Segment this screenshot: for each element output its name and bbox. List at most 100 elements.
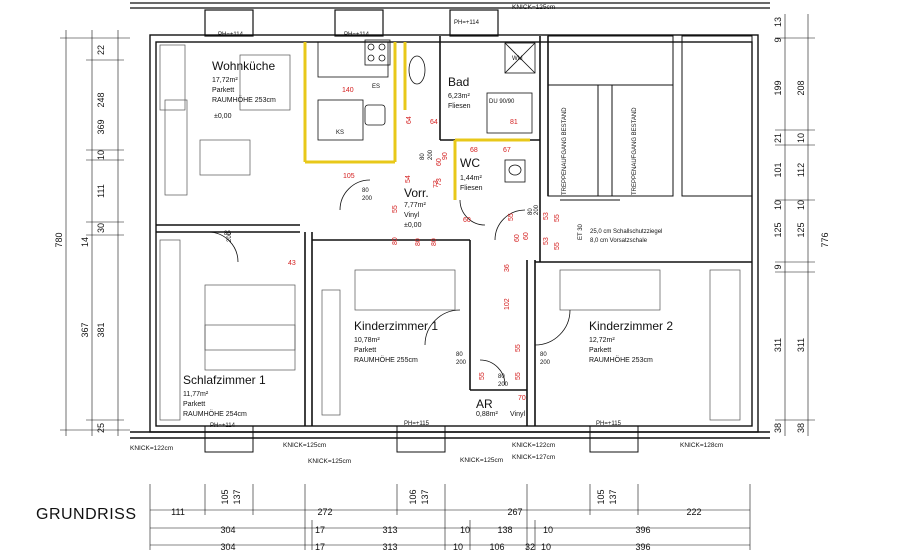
svg-text:10: 10	[453, 542, 463, 550]
svg-text:200: 200	[540, 360, 551, 366]
svg-text:KNICK=127cm: KNICK=127cm	[512, 454, 555, 461]
svg-text:60: 60	[523, 232, 530, 240]
svg-text:KNICK=122cm: KNICK=122cm	[512, 442, 555, 449]
room-wohnkueche: Wohnküche 17,72m² Parkett RAUMHÖHE 253cm…	[212, 59, 276, 120]
svg-text:Parkett: Parkett	[212, 87, 234, 94]
svg-text:60: 60	[436, 158, 443, 166]
svg-text:55: 55	[515, 372, 522, 380]
svg-text:55: 55	[515, 344, 522, 352]
svg-text:Parkett: Parkett	[183, 401, 205, 408]
svg-text:Parkett: Parkett	[354, 347, 376, 354]
svg-text:32: 32	[525, 542, 535, 550]
svg-text:KNICK=125cm: KNICK=125cm	[512, 4, 555, 11]
svg-text:55: 55	[392, 205, 399, 213]
svg-text:KNICK=128cm: KNICK=128cm	[680, 442, 723, 449]
outer-walls	[130, 34, 770, 439]
svg-text:55: 55	[554, 214, 561, 222]
svg-text:64: 64	[430, 119, 438, 126]
svg-text:7,77m²: 7,77m²	[404, 202, 426, 209]
svg-text:304: 304	[220, 525, 235, 535]
svg-text:10,78m²: 10,78m²	[354, 337, 380, 344]
room-kinderzimmer-1: Kinderzimmer 1 10,78m² Parkett RAUMHÖHE …	[354, 319, 438, 364]
svg-text:140: 140	[342, 87, 354, 94]
svg-text:Kinderzimmer 1: Kinderzimmer 1	[354, 319, 438, 333]
svg-text:80: 80	[498, 374, 505, 380]
svg-text:53: 53	[543, 212, 550, 220]
svg-text:RAUMHÖHE 255cm: RAUMHÖHE 255cm	[354, 356, 418, 364]
svg-text:311: 311	[773, 338, 783, 352]
door-swings	[207, 179, 571, 386]
svg-text:54: 54	[405, 175, 412, 183]
svg-text:200: 200	[428, 149, 434, 160]
svg-text:AR: AR	[476, 397, 493, 411]
svg-text:25: 25	[96, 423, 106, 433]
svg-text:Vorr.: Vorr.	[404, 186, 429, 200]
svg-text:PH=+114: PH=+114	[454, 20, 480, 26]
svg-text:±0,00: ±0,00	[404, 222, 422, 229]
svg-text:313: 313	[382, 542, 397, 550]
svg-text:105: 105	[596, 489, 606, 504]
svg-text:Fliesen: Fliesen	[460, 185, 483, 192]
svg-text:PH=+114: PH=+114	[210, 423, 236, 429]
svg-text:200: 200	[227, 231, 233, 242]
svg-text:55: 55	[508, 213, 515, 221]
svg-text:80: 80	[540, 352, 547, 358]
svg-text:267: 267	[507, 507, 522, 517]
svg-text:43: 43	[288, 260, 296, 267]
svg-text:9: 9	[773, 37, 783, 42]
svg-text:80: 80	[528, 208, 534, 215]
svg-text:14: 14	[80, 237, 90, 247]
room-schlafzimmer: Schlafzimmer 1 11,77m² Parkett RAUMHÖHE …	[183, 373, 266, 418]
svg-text:ET 30: ET 30	[578, 223, 584, 240]
svg-text:10: 10	[460, 525, 470, 535]
dimension-lines-bottom	[149, 484, 751, 550]
svg-text:±0,00: ±0,00	[214, 113, 232, 120]
svg-text:22: 22	[96, 45, 106, 55]
svg-text:90: 90	[442, 152, 449, 160]
room-bad: Bad 6,23m² Fliesen	[448, 75, 471, 110]
svg-text:10: 10	[796, 133, 806, 143]
svg-text:WC: WC	[460, 156, 480, 170]
svg-text:304: 304	[220, 542, 235, 550]
svg-text:TREPPENAUFGANG BESTAND: TREPPENAUFGANG BESTAND	[562, 107, 568, 195]
svg-text:200: 200	[534, 204, 540, 215]
svg-text:396: 396	[635, 542, 650, 550]
svg-text:KNICK=125cm: KNICK=125cm	[460, 457, 503, 464]
svg-text:WM: WM	[512, 56, 523, 62]
svg-text:21: 21	[773, 133, 783, 143]
svg-text:KS: KS	[336, 130, 344, 136]
roof-edge-bottom	[204, 425, 639, 453]
svg-text:73: 73	[433, 180, 440, 188]
svg-text:80: 80	[415, 238, 422, 246]
svg-text:30: 30	[96, 223, 106, 233]
svg-text:53: 53	[543, 237, 550, 245]
svg-text:137: 137	[420, 489, 430, 504]
dims-bottom: 111 105 137 272 106 137 267 105 137 222 …	[171, 489, 701, 550]
svg-text:13: 13	[773, 17, 783, 27]
svg-text:PH=+114: PH=+114	[344, 32, 370, 38]
svg-text:PH=+114: PH=+114	[218, 32, 244, 38]
svg-text:313: 313	[382, 525, 397, 535]
svg-text:101: 101	[773, 162, 783, 177]
svg-text:11,77m²: 11,77m²	[183, 391, 209, 398]
svg-text:200: 200	[456, 360, 467, 366]
svg-text:105: 105	[343, 173, 355, 180]
room-kinderzimmer-2: Kinderzimmer 2 12,72m² Parkett RAUMHÖHE …	[589, 319, 673, 364]
svg-text:68: 68	[470, 147, 478, 154]
svg-text:ES: ES	[372, 84, 380, 90]
svg-text:10: 10	[796, 200, 806, 210]
svg-text:70: 70	[518, 395, 526, 402]
svg-text:80: 80	[224, 231, 231, 237]
svg-text:105: 105	[220, 489, 230, 504]
room-ar: AR 0,88m² Vinyl	[476, 397, 525, 418]
svg-text:369: 369	[96, 119, 106, 134]
svg-text:KNICK=125cm: KNICK=125cm	[283, 442, 326, 449]
svg-text:Parkett: Parkett	[589, 347, 611, 354]
svg-text:12,72m²: 12,72m²	[589, 337, 615, 344]
svg-text:KNICK=125cm: KNICK=125cm	[308, 458, 351, 465]
svg-text:780: 780	[54, 232, 64, 247]
svg-text:RAUMHÖHE 253cm: RAUMHÖHE 253cm	[589, 356, 653, 364]
svg-text:17: 17	[315, 525, 325, 535]
svg-text:200: 200	[498, 382, 509, 388]
